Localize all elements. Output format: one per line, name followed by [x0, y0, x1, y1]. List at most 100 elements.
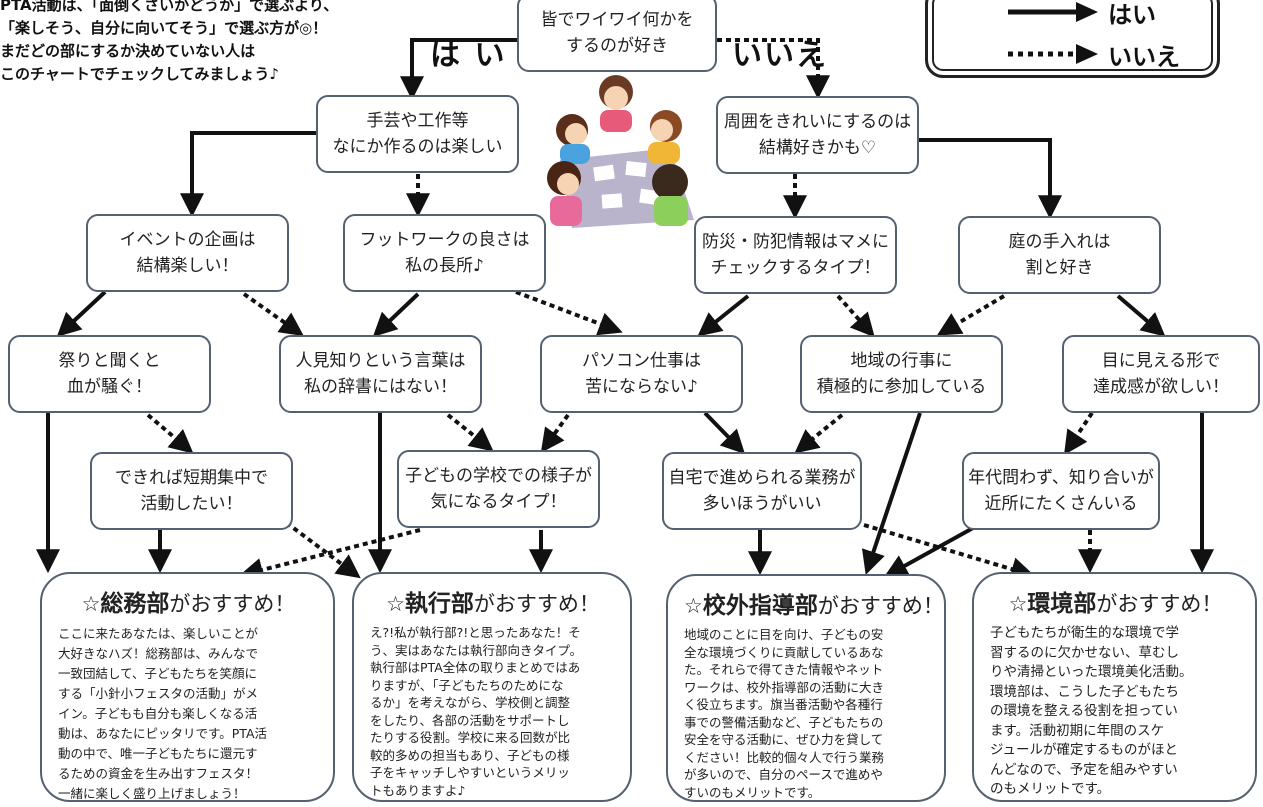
result-soumu: ☆総務部がおすすめ！ ここに来たあなたは、楽しいことが 大好きなハズ！総務部は、…: [40, 572, 335, 802]
result-line: イン。子どもも自分も楽しくなる活: [58, 706, 258, 721]
node-text: 私の長所♪: [405, 256, 484, 276]
arrow-bousai-no-dotted: [836, 294, 875, 338]
result-line: う、実はあなたは執行部向きタイプ。: [370, 642, 583, 658]
node-text: 自宅で進められる業務が: [668, 468, 856, 488]
result-star: ☆: [684, 594, 703, 618]
node-text: 割と好き: [1025, 258, 1094, 278]
node-local: 地域の行事に 積極的に参加している: [800, 335, 1003, 413]
arrow-garden-no-dotted: [936, 294, 1006, 336]
node-text: フットワークの良さは: [359, 230, 530, 250]
legend-no-label: いいえ: [1108, 43, 1180, 71]
arrow-local-yes-solid: [861, 412, 922, 575]
node-text: 気になるタイプ！: [430, 492, 567, 512]
node-text: できれば短期集中で: [115, 468, 268, 488]
node-pc: パソコン仕事は 苦にならない♪: [540, 335, 743, 413]
result-line: ます。活動初期に年間のスケ: [990, 722, 1165, 739]
result-line: りますが、「子どもたちのためにな: [370, 677, 564, 693]
node-start: 皆でワイワイ何かを するのが好き: [517, 0, 717, 72]
node-text: 活動したい！: [140, 494, 243, 514]
node-shy: 人見知りという言葉は 私の辞書にはない！: [279, 335, 482, 413]
node-text: 祭りと聞くと: [58, 351, 161, 371]
arrow-foot-no-dotted: [515, 290, 623, 336]
node-text: 目に見える形で: [1101, 351, 1221, 371]
result-line: トもありますよ♪: [370, 782, 466, 798]
arrow-pc-yes-solid: [703, 411, 746, 455]
arrow-event-no-dotted: [242, 292, 304, 337]
node-text: 周囲をきれいにするのは: [723, 112, 912, 132]
result-line: が多いので、自分のペースで進めや: [684, 767, 883, 782]
result-line: 動の中で、唯一子どもたちに還元す: [58, 746, 258, 761]
result-line: をしたり、各部の活動をサポートし: [370, 712, 570, 728]
result-kankyou: ☆環境部がおすすめ！ 子どもたちが衛生的な環境で学 習するのに欠かせない、草むし…: [972, 572, 1257, 802]
node-acquaint: 年代問わず、知り合いが 近所にたくさんいる: [962, 452, 1160, 530]
arrow-school-no-dotted: [239, 528, 421, 582]
result-line: 環境部は、こうした子どもたち: [990, 683, 1179, 700]
node-text: 私の辞書にはない！: [304, 377, 457, 397]
result-star: ☆: [386, 592, 405, 616]
arrow-garden-yes-solid: [1116, 294, 1166, 337]
node-text: 近所にたくさんいる: [984, 494, 1138, 514]
result-line: 全な環境づくりに貢献しているあな: [684, 644, 884, 660]
result-dept-name: 執行部: [404, 591, 474, 617]
result-line: りや清掃といった環境美化活動。: [990, 664, 1193, 680]
intro-text: PTA活動は、「面倒くさいかどうか」で選ぶより、 「楽しそう、自分に向いてそう」…: [0, 0, 420, 86]
arrow-bousai-yes-solid: [697, 294, 750, 337]
node-text: 血が騒ぐ！: [67, 377, 152, 397]
legend-arrows: [1008, 2, 1098, 64]
result-suffix: がおすすめ！: [817, 594, 944, 618]
node-school: 子どもの学校での様子が 気になるタイプ！: [397, 450, 600, 528]
node-text: なにか作るのは楽しい: [332, 137, 503, 157]
no-branch-label: いいえ: [732, 38, 828, 73]
result-line: 事での警備活動など、子どもたちの: [684, 714, 884, 730]
result-line: く役立ちます。旗当番活動や各種行: [684, 697, 883, 712]
node-text: 多いほうがいい: [702, 494, 822, 514]
result-suffix: がおすすめ！: [473, 592, 600, 616]
result-line: のもメリットです。: [990, 781, 1111, 797]
result-line: るか」を考えながら、学校側と調整: [370, 695, 571, 710]
people-around-table-illustration: [547, 75, 694, 228]
node-text: イベントの企画は: [119, 230, 256, 250]
result-body: 地域のことに目を向け、子どもの安 全な環境づくりに貢献しているあな た。それらで…: [684, 626, 930, 801]
arrow-shy-no-dotted: [446, 413, 494, 452]
arrow-foot-yes-solid: [372, 292, 420, 337]
node-text: 年代問わず、知り合いが: [968, 468, 1154, 488]
result-dept-name: 環境部: [1027, 591, 1097, 617]
result-dept-name: 校外指導部: [702, 593, 818, 619]
node-footwork: フットワークの良さは 私の長所♪: [343, 214, 546, 292]
node-bousai: 防災・防犯情報はマメに チェックするタイプ！: [694, 216, 897, 294]
node-text: 積極的に参加している: [816, 377, 987, 397]
node-text: パソコン仕事は: [582, 351, 701, 371]
arrow-home-no-dotted: [863, 523, 1035, 581]
arrow-craft-yes-solid: [180, 131, 316, 218]
result-line: た。それらで得てきた情報やネット: [684, 662, 884, 677]
result-title: ☆環境部がおすすめ！: [990, 584, 1241, 618]
result-line: たりする役割。学校に来る回数が比: [370, 730, 571, 745]
arrow-fest-no-dotted: [146, 413, 194, 454]
result-dept-name: 総務部: [100, 591, 170, 617]
arrow-local-no-dotted: [794, 413, 844, 454]
node-event: イベントの企画は 結構楽しい！: [86, 214, 289, 292]
result-title: ☆校外指導部がおすすめ！: [684, 586, 944, 620]
arrow-acq-yes-solid: [883, 526, 974, 578]
result-title: ☆執行部がおすすめ！: [370, 584, 616, 618]
result-body: 子どもたちが衛生的な環境で学 習するのに欠かせない、草むし りや清掃といった環境…: [990, 624, 1241, 800]
node-text: 手芸や工作等: [366, 111, 469, 131]
arrow-pc-no-dotted: [540, 413, 570, 453]
result-line: 習するのに欠かせない、草むし: [990, 644, 1179, 661]
legend-yes-label: はい: [1108, 1, 1156, 29]
result-line: 子どもたちが衛生的な環境で学: [990, 625, 1179, 641]
node-text: 苦にならない♪: [585, 377, 698, 397]
result-line: ここに来たあなたは、楽しいことが: [58, 626, 259, 641]
intro-line: まだどの部にするか決めていない人は: [0, 42, 256, 60]
node-text: 皆でワイワイ何かを: [540, 10, 694, 30]
result-line: 一致団結して、子どもたちを笑顔に: [58, 666, 258, 681]
result-line: 地域のことに目を向け、子どもの安: [684, 627, 884, 642]
result-line: ワークは、校外指導部の活動に大き: [684, 679, 885, 695]
result-star: ☆: [1008, 592, 1028, 616]
result-line: え?!私が執行部?!と思ったあなた！そ: [370, 625, 581, 640]
result-line: 執行部はPTA全体の取りまとめではあ: [370, 660, 581, 675]
node-text: 達成感が欲しい！: [1093, 377, 1229, 397]
node-text: 結構好きかも♡: [758, 138, 877, 158]
node-festival: 祭りと聞くと 血が騒ぐ！: [8, 335, 211, 413]
